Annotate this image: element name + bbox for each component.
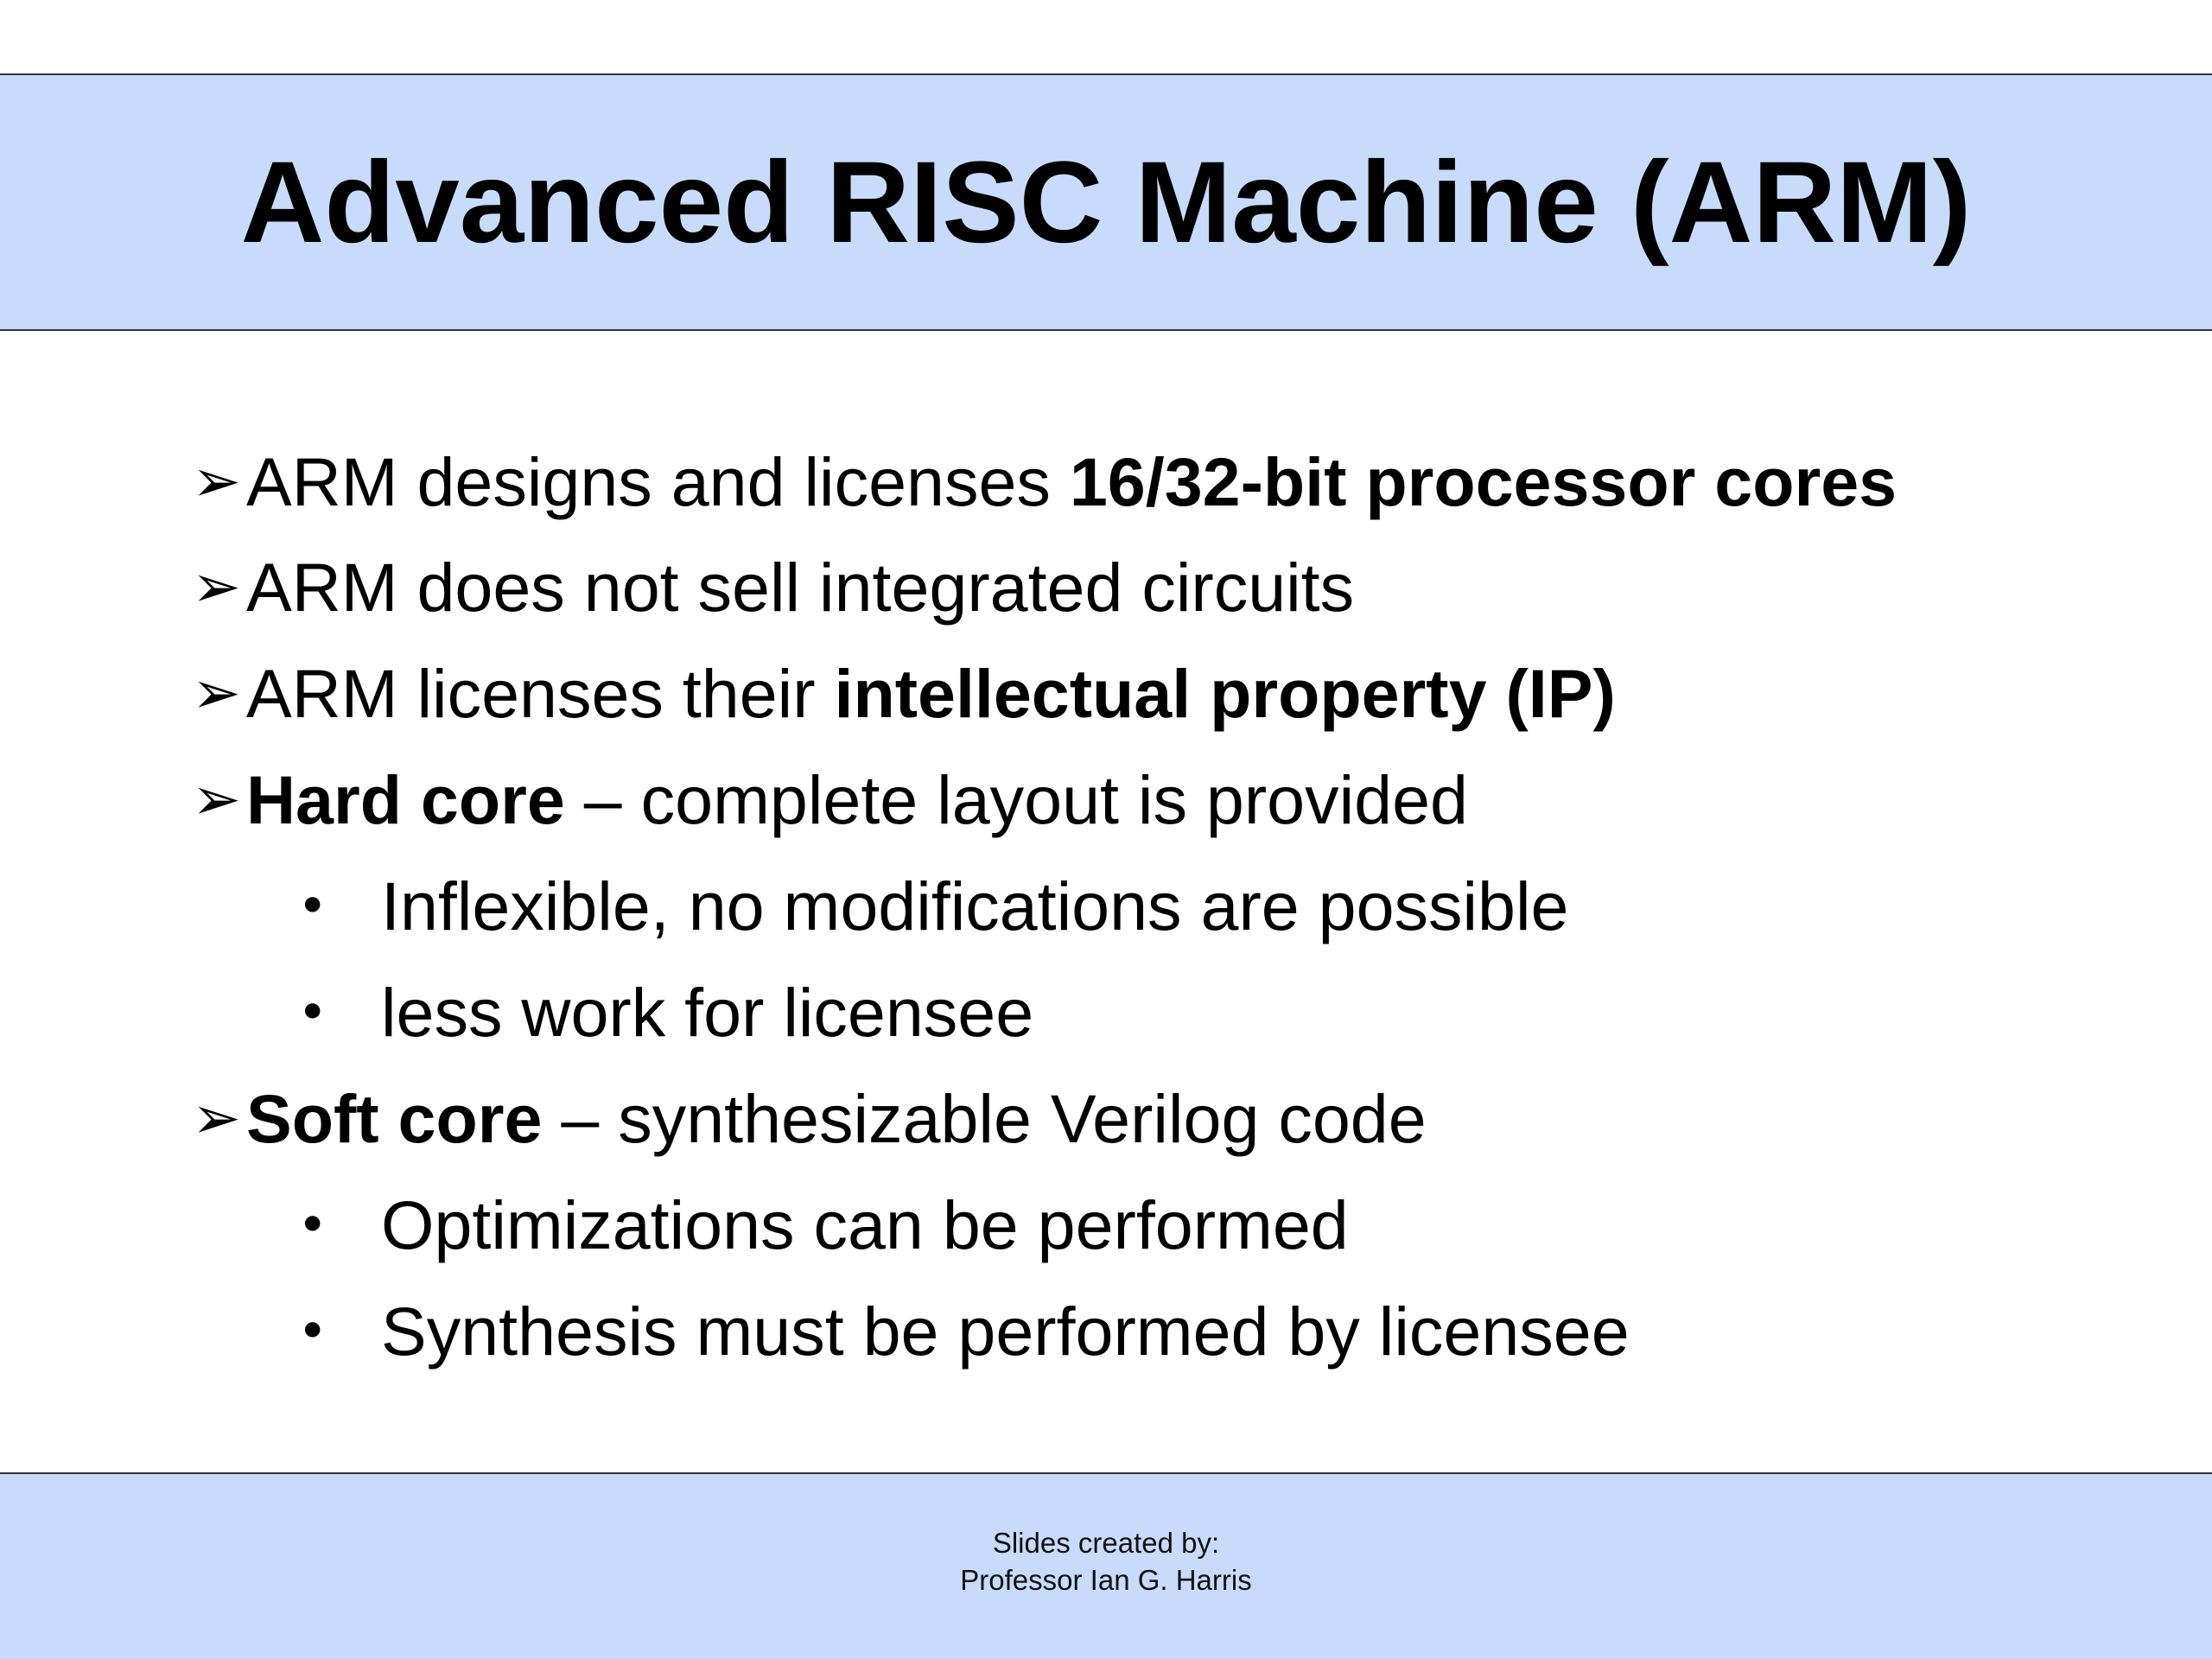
bullet-text: Soft core – synthesizable Verilog code [246,1071,1427,1166]
sub-bullet-text: less work for licensee [381,965,1033,1060]
sub-bullet-line-3: • Optimizations can be performed [0,1178,2212,1273]
sub-bullet-text: Inflexible, no modifications are possibl… [381,859,1568,954]
text-run: Synthesis must be performed by licensee [381,1293,1630,1370]
dot-bullet-icon: • [297,876,328,937]
dot-bullet-icon: • [297,982,328,1043]
footer-band: Slides created by: Professor Ian G. Harr… [0,1472,2212,1659]
text-run: ARM does not sell integrated circuits [246,549,1355,626]
text-run: Inflexible, no modifications are possibl… [381,868,1569,944]
bullet-text: ARM licenses their intellectual property… [246,646,1616,741]
sub-bullet-line-2: • less work for licensee [0,965,2212,1060]
arrow-bullet-icon: ➢ [192,553,241,621]
sub-bullet-text: Optimizations can be performed [381,1178,1349,1273]
footer-line-1: Slides created by: [992,1527,1220,1559]
slide-title: Advanced RISC Machine (ARM) [240,137,1972,267]
sub-bullet-text: Synthesis must be performed by licensee [381,1284,1630,1379]
dot-bullet-icon: • [297,1195,328,1255]
text-run: ARM designs and licenses [246,443,1070,520]
footer-line-2: Professor Ian G. Harris [960,1564,1252,1596]
text-run: – synthesizable Verilog code [542,1080,1427,1157]
text-run: less work for licensee [381,974,1034,1051]
sub-bullet-line-4: • Synthesis must be performed by license… [0,1284,2212,1379]
text-run: – complete layout is provided [564,761,1468,838]
text-run-bold: intellectual property (IP) [834,655,1616,732]
bullet-text: ARM designs and licenses 16/32-bit proce… [246,435,1897,530]
arrow-bullet-icon: ➢ [192,1084,241,1153]
bullet-text: Hard core – complete layout is provided [246,753,1468,848]
text-run-bold: Hard core [246,761,565,838]
arrow-bullet-icon: ➢ [192,448,241,516]
text-run-bold: Soft core [246,1080,543,1157]
dot-bullet-icon: • [297,1301,328,1362]
text-run-bold: 16/32-bit processor cores [1069,443,1897,520]
bullet-line-2: ➢ ARM does not sell integrated circuits [0,540,2212,635]
title-band: Advanced RISC Machine (ARM) [0,73,2212,331]
bullet-line-4: ➢ Hard core – complete layout is provide… [0,753,2212,848]
text-run: Optimizations can be performed [381,1186,1349,1263]
arrow-bullet-icon: ➢ [192,659,241,728]
bullet-line-5: ➢ Soft core – synthesizable Verilog code [0,1071,2212,1166]
sub-bullet-line-1: • Inflexible, no modifications are possi… [0,859,2212,954]
arrow-bullet-icon: ➢ [192,766,241,834]
bullet-line-3: ➢ ARM licenses their intellectual proper… [0,646,2212,741]
footer-credit: Slides created by: Professor Ian G. Harr… [0,1524,2212,1599]
slide-content: ➢ ARM designs and licenses 16/32-bit pro… [0,435,2212,1379]
bullet-line-1: ➢ ARM designs and licenses 16/32-bit pro… [0,435,2212,530]
text-run: ARM licenses their [246,655,835,732]
bullet-text: ARM does not sell integrated circuits [246,540,1354,635]
